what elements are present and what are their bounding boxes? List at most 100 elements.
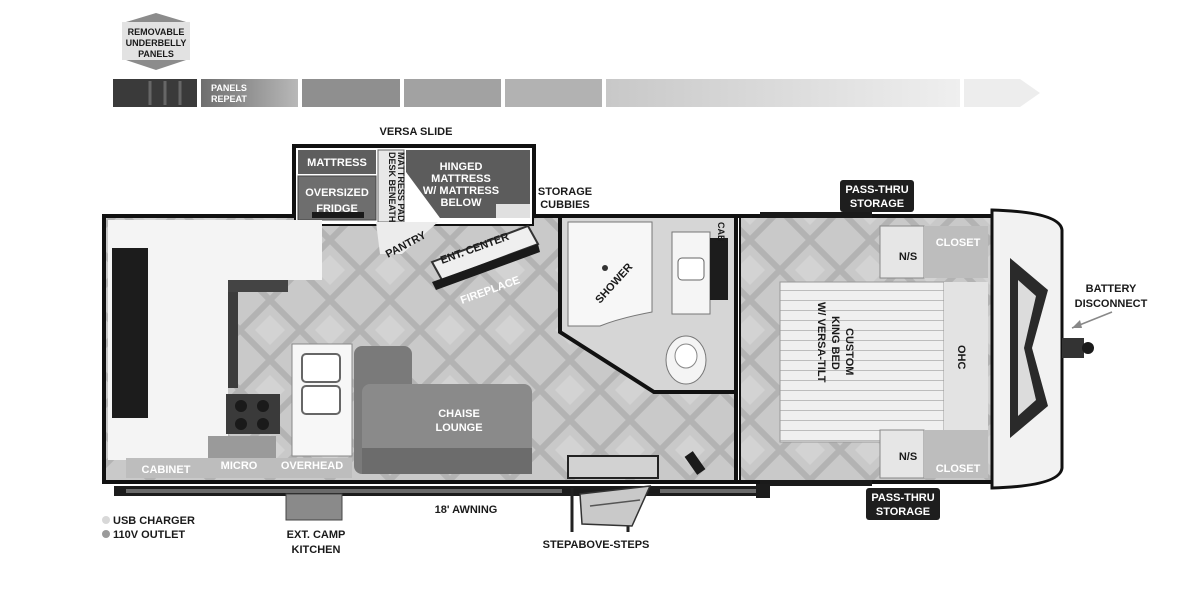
fireplace-unit	[432, 244, 540, 290]
ns-top-label: N/S	[899, 251, 917, 263]
arrow-icon	[1072, 320, 1082, 328]
desk-line1: DESK BENEATH	[387, 152, 397, 222]
pass-thru-top-line1: PASS-THRU	[845, 184, 908, 196]
versa-slide: VERSA SLIDE MATTRESS OVERSIZED FRIDGE DE…	[292, 126, 536, 228]
panel-removed	[113, 79, 197, 107]
counter-side	[228, 292, 238, 388]
shower	[567, 221, 653, 327]
desk-line2: MATTRESS PAD	[396, 152, 406, 222]
hitch	[1062, 338, 1084, 358]
bathroom: SHOWER CAB	[562, 216, 736, 392]
arrow-right-icon	[964, 79, 1040, 107]
awning-label: 18' AWNING	[435, 504, 498, 516]
panels-repeat-line1: PANELS	[211, 83, 247, 93]
outlet-legend: USB CHARGER 110V OUTLET	[102, 515, 195, 541]
storage-cubbies-line1: STORAGE	[538, 186, 592, 198]
closet-top	[924, 226, 988, 278]
entry-door	[684, 451, 706, 475]
sink-bowl-2	[301, 385, 341, 415]
stepabove-steps: STEPABOVE-STEPS	[543, 485, 652, 551]
micro-label: MICRO	[221, 460, 258, 472]
battery-line1: BATTERY	[1086, 283, 1137, 295]
underbelly-title-line2: UNDERBELLY	[126, 38, 187, 48]
versa-slide-label: VERSA SLIDE	[380, 126, 453, 138]
chaise-line1: CHAISE	[438, 408, 480, 420]
camp-kitchen-line1: EXT. CAMP	[287, 529, 346, 541]
pass-thru-storage-bottom: PASS-THRU STORAGE	[866, 488, 940, 520]
front-cap	[990, 208, 1094, 490]
pass-thru-bottom-line2: STORAGE	[876, 506, 930, 518]
underbelly-title-line3: PANELS	[138, 49, 174, 59]
hinged-line3: W/ MATTRESS	[423, 185, 499, 197]
chaise-line2: LOUNGE	[435, 422, 482, 434]
stove	[226, 394, 280, 434]
bath-sink	[677, 257, 705, 281]
underbelly-panels: REMOVABLE UNDERBELLY PANELS PANELS REPEA…	[113, 13, 1040, 107]
entry-step-well	[567, 455, 659, 479]
bed-line2: KING BED	[829, 316, 841, 370]
panel-1	[201, 79, 298, 107]
bed-line3: W/ VERSA-TILT	[815, 302, 827, 383]
nightstand-bottom	[879, 429, 925, 479]
pantry	[376, 222, 438, 254]
usb-charger-label: USB CHARGER	[113, 515, 195, 527]
outlet-icon	[102, 530, 110, 538]
king-bed	[779, 281, 945, 443]
living-area: CABINET MICRO OVERHEAD CHAISE LOUNGE PAN…	[104, 214, 736, 482]
mattress-label: MATTRESS	[307, 157, 367, 169]
micro	[208, 436, 276, 458]
ext-camp-kitchen	[285, 493, 343, 521]
nightstand-top	[879, 225, 925, 279]
pass-thru-bottom-line1: PASS-THRU	[871, 492, 934, 504]
desk	[377, 149, 405, 223]
panel-5	[606, 79, 960, 107]
bath-cabinet	[710, 238, 728, 300]
closet-bottom	[924, 430, 988, 478]
underbelly-title-line1: REMOVABLE	[128, 27, 185, 37]
panel-4	[505, 79, 602, 107]
storage-cubbies-shelf	[496, 204, 530, 218]
overhead-label: OVERHEAD	[281, 460, 343, 472]
pass-thru-top-line2: STORAGE	[850, 198, 904, 210]
panel-2	[302, 79, 400, 107]
hinged-line2: MATTRESS	[431, 173, 491, 185]
panel-3	[404, 79, 501, 107]
closet-top-label: CLOSET	[936, 237, 981, 249]
bed-line1: CUSTOM	[843, 328, 855, 375]
pass-thru-storage-top: PASS-THRU STORAGE	[840, 180, 914, 212]
sink-bowl-1	[301, 353, 341, 383]
camp-kitchen-line2: KITCHEN	[292, 544, 341, 556]
mattress-block	[298, 150, 376, 174]
battery-line2: DISCONNECT	[1075, 298, 1148, 310]
storage-cubbies-line2: CUBBIES	[540, 199, 590, 211]
outlet-label: 110V OUTLET	[113, 529, 185, 541]
bedroom: OHC CUSTOM KING BED W/ VERSA-TILT N/S CL…	[740, 216, 992, 482]
rear-window	[112, 248, 148, 418]
awning: 18' AWNING	[114, 484, 770, 516]
counter-edge	[228, 280, 288, 292]
cabinet-label: CABINET	[142, 464, 191, 476]
arrow-up-icon	[126, 13, 186, 22]
ns-bottom-label: N/S	[899, 451, 917, 463]
usb-charger-icon	[102, 516, 110, 524]
panels-repeat-line2: REPEAT	[211, 94, 247, 104]
window-slide	[312, 212, 364, 218]
ohc-label: OHC	[955, 345, 967, 370]
underbelly-title-box	[122, 22, 190, 60]
window-bedroom-top	[760, 212, 872, 218]
steps-label: STEPABOVE-STEPS	[543, 539, 650, 551]
hinged-line1: HINGED	[440, 161, 483, 173]
cab-label: CAB	[716, 222, 726, 242]
hitch-coupler	[1082, 342, 1094, 354]
ohc-cabinet	[944, 282, 988, 442]
window-bedroom-bottom	[760, 480, 872, 486]
overhead-cabinets	[126, 458, 352, 478]
chaise-front	[362, 448, 532, 474]
arrow-down-icon	[126, 60, 186, 70]
oversized-fridge-line1: OVERSIZED	[305, 187, 369, 199]
hinged-mattress	[406, 150, 530, 218]
hinged-line4: BELOW	[441, 197, 483, 209]
closet-bottom-label: CLOSET	[936, 463, 981, 475]
